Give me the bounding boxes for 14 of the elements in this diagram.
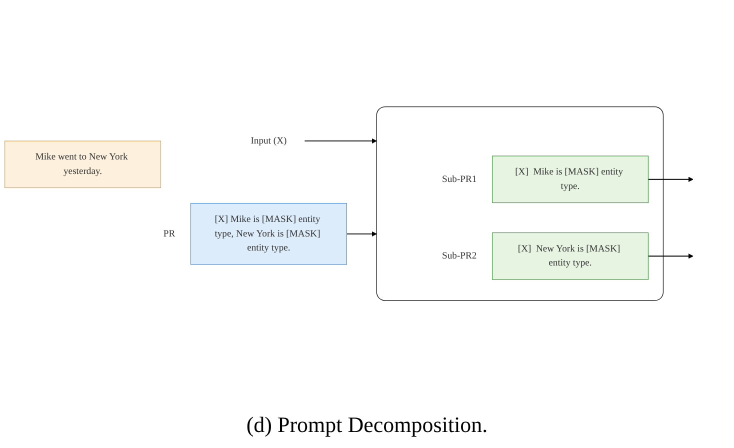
arrow [648, 254, 694, 260]
arrow [648, 177, 694, 182]
arrow [304, 138, 377, 144]
node-label: Sub-PR1 [442, 174, 477, 185]
node-label: PR [163, 228, 176, 240]
node-text: Input (X) [250, 136, 287, 146]
node-label: Sub-PR2 [442, 251, 477, 262]
node-box: Mike went to New York yesterday. [4, 141, 162, 188]
node-box: [X] New York is [MASK] entity type. [492, 232, 649, 280]
arrow [346, 232, 377, 237]
node-box: [X] Mike is [MASK] entity type. [492, 156, 649, 204]
caption: (d) Prompt Decomposition. [246, 412, 488, 438]
cluster [376, 106, 664, 302]
node-box: [X] Mike is [MASK] entity type, New York is [MASK] entity type. [190, 203, 347, 266]
